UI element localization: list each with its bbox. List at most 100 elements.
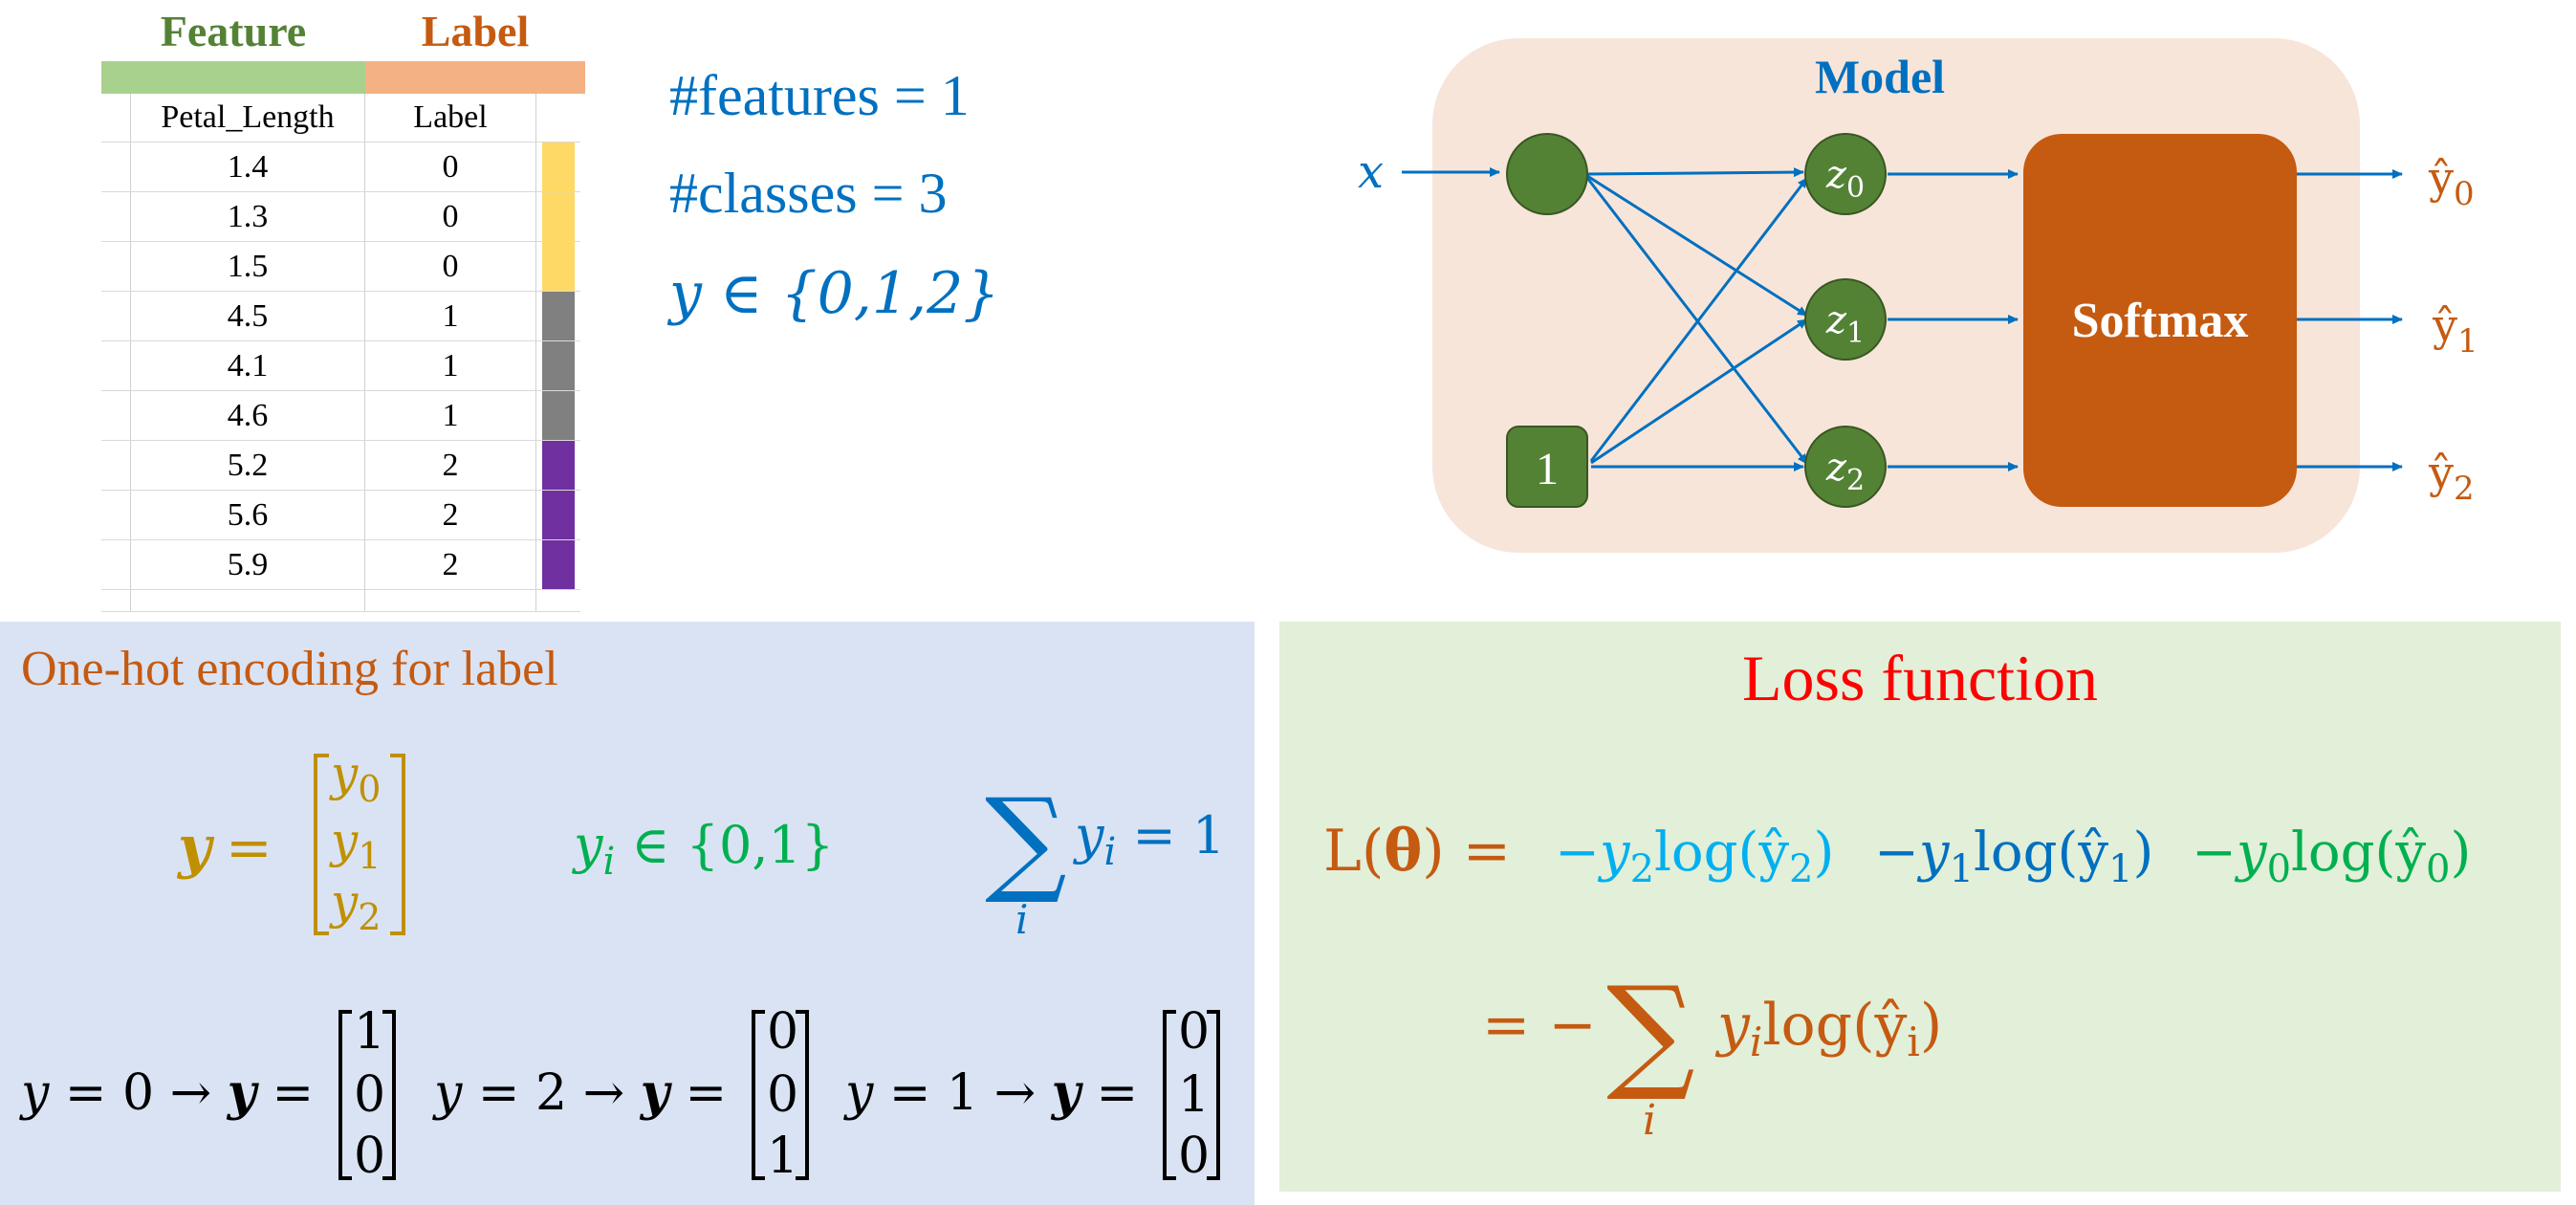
features-count: #features = 1 <box>669 64 970 127</box>
svg-text:0: 0 <box>354 1066 385 1124</box>
cell-petal-length: 1.5 <box>130 241 365 292</box>
label-header: Label <box>421 7 530 55</box>
cell-petal-length: 4.6 <box>130 390 365 441</box>
model-title: Model <box>1815 50 1945 103</box>
vector-entries: y0 y1 y2 <box>329 746 381 938</box>
cell-label: 1 <box>364 291 536 341</box>
yi-set: yi ∈ {0,1} <box>572 815 834 884</box>
svg-text:1: 1 <box>767 1128 798 1185</box>
vector-y: y <box>176 814 215 881</box>
y-hat-0-label: ŷ0 <box>2428 152 2475 213</box>
loss-term-0: −y0log(ŷ0) <box>2192 822 2471 891</box>
z2-node <box>1804 426 1887 508</box>
loss-sum-symbol: ∑ <box>1606 959 1695 1105</box>
connection-edges <box>1585 167 2403 471</box>
loss-line2-equals: = − <box>1482 992 1597 1059</box>
cell-label: 2 <box>364 539 536 590</box>
cell-label: 2 <box>364 490 536 540</box>
svg-text:y0: y0 <box>329 746 381 810</box>
z0-node <box>1804 133 1887 215</box>
svg-text:y = 1 → y =: y = 1 → y = <box>843 1063 1138 1122</box>
label-header-band <box>365 61 585 94</box>
svg-text:y = 2 → y =: y = 2 → y = <box>432 1063 727 1122</box>
feature-header-band <box>101 61 365 94</box>
class-color-strip <box>542 292 575 340</box>
loss-lhs: L(θ) = <box>1323 818 1511 885</box>
sum-index: i <box>1015 896 1028 943</box>
onehot-math: y = y0 y1 y2 yi ∈ {0,1} ∑ i yi = 1 y = 0… <box>19 746 1225 1185</box>
class-color-strip <box>542 491 575 539</box>
loss-math: L(θ) = −y2log(ŷ2) −y1log(ŷ1) −y0log(ŷ0) … <box>1323 818 2471 1145</box>
class-color-strip <box>542 242 575 291</box>
equals-sign: = <box>226 815 273 880</box>
onehot-panel <box>0 622 1255 1205</box>
class-color-strip <box>542 391 575 440</box>
y-set: y ∈ {0,1,2} <box>669 260 1000 327</box>
svg-text:0: 0 <box>1178 1128 1210 1185</box>
softmax-label: Softmax <box>2072 294 2249 348</box>
class-color-strip <box>542 341 575 390</box>
sum-rhs: yi = 1 <box>1073 805 1225 874</box>
class-color-strip <box>542 441 575 490</box>
cell-label: 2 <box>364 440 536 491</box>
cell-petal-length: 5.9 <box>130 539 365 590</box>
loss-term-1: −y1log(ŷ1) <box>1874 822 2153 891</box>
cell-petal-length: 5.2 <box>130 440 365 491</box>
feature-header: Feature <box>160 7 307 55</box>
cell-label: 0 <box>364 142 536 192</box>
cell-label: 1 <box>364 390 536 441</box>
cell-petal-length: 5.6 <box>130 490 365 540</box>
classes-count: #classes = 3 <box>669 162 948 225</box>
z1-node <box>1804 278 1887 361</box>
loss-sum-index: i <box>1643 1096 1656 1145</box>
class-color-strip <box>542 142 575 191</box>
col-header-label: Label <box>364 94 536 142</box>
cell-petal-length: 4.1 <box>130 340 365 391</box>
sum-symbol: ∑ <box>985 775 1067 908</box>
bias-node <box>1506 426 1588 508</box>
svg-text:0: 0 <box>354 1128 385 1185</box>
input-node <box>1506 133 1588 215</box>
svg-text:0: 0 <box>1178 1003 1210 1061</box>
bracket-right <box>390 754 405 935</box>
table-header-row: Petal_Length Label <box>101 94 580 142</box>
loss-term-2: −y2log(ŷ2) <box>1555 822 1834 891</box>
bracket-left <box>314 754 329 935</box>
y-hat-2-label: ŷ2 <box>2428 447 2475 508</box>
softmax-box <box>2023 134 2297 507</box>
loss-title: Loss function <box>1741 642 2099 714</box>
onehot-title: One-hot encoding for label <box>21 642 558 696</box>
svg-text:1: 1 <box>354 1003 385 1061</box>
y-hat-1-label: ŷ1 <box>2432 299 2478 361</box>
loss-panel <box>1279 622 2561 1192</box>
z0-label: z0 <box>1825 153 1865 205</box>
cell-label: 0 <box>364 241 536 292</box>
loss-line2-term: yilog(ŷi) <box>1714 992 1942 1065</box>
svg-text:0: 0 <box>767 1066 798 1124</box>
class-color-strip <box>542 540 575 589</box>
bias-label: 1 <box>1536 444 1559 494</box>
cell-petal-length: 1.3 <box>130 191 365 242</box>
cell-petal-length: 4.5 <box>130 291 365 341</box>
onehot-examples: y = 0 → y = 100 y = 2 → y = 001 y = 1 → … <box>19 1003 1220 1185</box>
z2-label: z2 <box>1825 446 1865 497</box>
z1-label: z1 <box>1825 298 1865 350</box>
model-diagram: Model x 1 z0 z1 z2 Softmax ŷ0 ŷ1 ŷ2 <box>1358 38 2478 553</box>
input-x-label: x <box>1358 145 1384 199</box>
cell-label: 1 <box>364 340 536 391</box>
class-color-strip <box>542 192 575 241</box>
svg-text:1: 1 <box>1178 1066 1210 1124</box>
col-header-feature: Petal_Length <box>130 94 365 142</box>
svg-text:0: 0 <box>767 1003 798 1061</box>
